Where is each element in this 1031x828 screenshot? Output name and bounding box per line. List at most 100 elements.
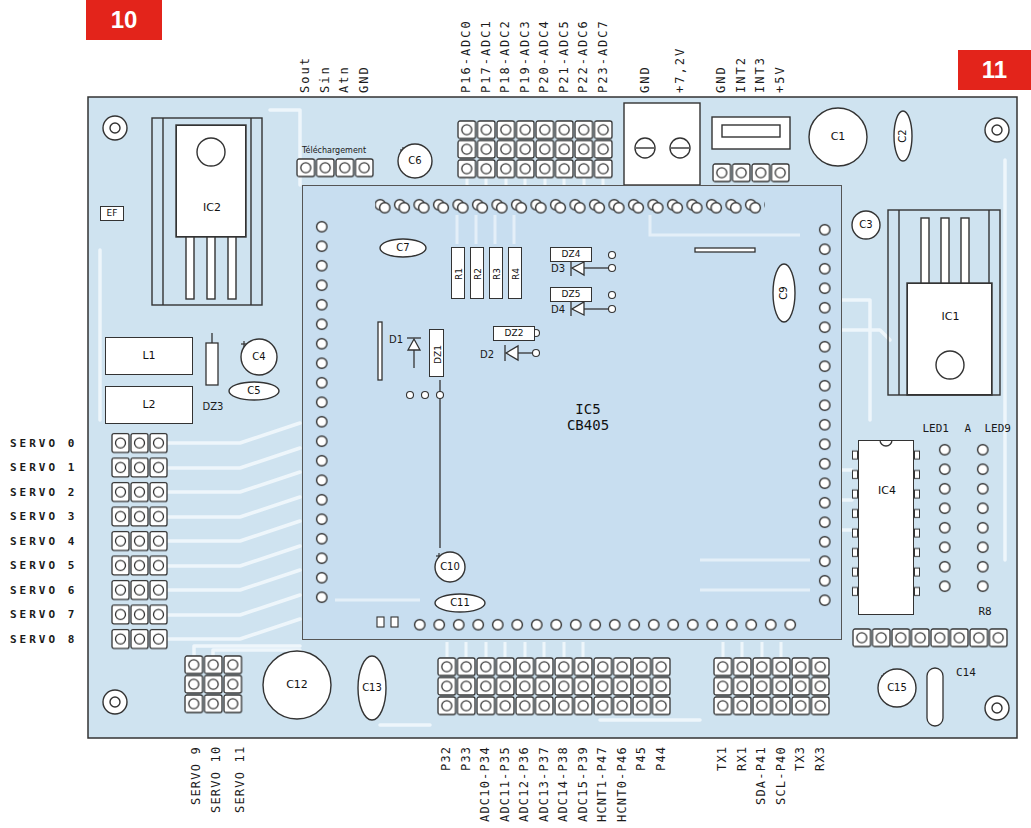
pin-label: SERVO 7 [10,608,77,621]
component-box: IC2 [176,125,246,237]
pin-label: SERVO 5 [10,559,77,572]
pin-label: P16-ADC0 [460,19,473,93]
pin-label: D4 [551,303,565,316]
power-connectors [624,103,790,185]
capacitor-outline [878,669,916,707]
component-box: L1 [105,337,193,375]
pin-label: Atn [338,65,351,93]
component-box: C6 [397,143,433,179]
pin-label: SERVO 8 [10,633,77,646]
component-box: DZ5 [550,287,592,302]
pin-label: +7,2V [674,47,687,93]
pin-label: GND [639,65,652,93]
pin-label: Téléchargement [302,144,366,157]
component-box: C9 [772,263,796,323]
component-box: C15 [877,668,917,708]
component-box: DZ4 [550,247,592,262]
label-holder: C9 [772,263,796,323]
pin-label: D2 [480,348,494,361]
component-box: R2 [470,247,484,299]
pin-label: D3 [551,262,565,275]
component-label: DZ5 [562,289,581,299]
component-label: C13 [362,682,382,694]
component-label: DZ1 [432,345,442,364]
capacitor-outline [809,108,867,166]
pin-label: RX3 [814,746,827,771]
pin-label: ADC11-P35 [499,746,512,822]
pin-label: SERVO 9 [190,746,203,805]
label-holder: C12 [262,650,332,720]
pin-label: ADC14-P38 [557,746,570,822]
label-holder: C15 [877,668,917,708]
component-box: 11 [958,50,1031,90]
pin-label: GND [358,65,371,93]
component-label: C1 [831,131,846,144]
small-parts [206,248,943,726]
capacitor-outline [229,382,279,400]
pin-label: RX1 [736,746,749,771]
polarity-marks [241,120,887,679]
component-label: IC1 [942,311,960,324]
label-holder: DZ4 [551,248,591,261]
pads [377,252,616,628]
pin-label: D1 [389,333,403,346]
label-holder: L1 [106,338,192,374]
pin-label: TX3 [794,746,807,771]
label-holder: C13 [357,655,387,721]
component-box: C4 [240,338,278,376]
component-box: DZ1 [429,329,444,377]
pin-label: R8 [979,605,992,618]
component-label: DZ4 [562,249,581,259]
component-label: R4 [511,268,521,280]
component-label: C2 [897,129,909,142]
pin-label: SERVO 3 [10,510,77,523]
pin-label: HCNT0-P46 [616,746,629,822]
component-box: C3 [851,210,881,240]
pin-label: Sout [299,56,312,93]
component-label: C3 [859,219,872,231]
component-box: 10 [86,0,162,40]
component-box: C11 [434,593,486,613]
regulators [152,118,1000,395]
label-holder: DZ2 [494,327,534,340]
component-label: C7 [396,242,409,254]
label-holder: 11 [958,50,1031,90]
pin-label: ADC12-P36 [518,746,531,822]
component-label: R1 [454,268,464,280]
pin-label: P32 [440,746,453,771]
component-label: 10 [111,6,138,34]
component-label: C4 [252,351,265,363]
capacitor-outline [241,339,277,375]
pin-label: SERVO 10 [210,746,223,813]
component-label: L1 [142,350,155,363]
pin-label: SERVO 0 [10,437,77,450]
label-holder: C11 [434,593,486,613]
ic4-package [852,440,920,615]
component-label: C10 [440,561,460,573]
pin-label: ADC13-P37 [538,746,551,822]
label-holder: C10 [434,551,466,583]
label-holder: C2 [893,110,913,162]
component-box: C7 [379,238,427,258]
pin-label: GND [715,65,728,93]
component-label: C9 [778,286,790,299]
component-label: EF [107,208,118,218]
pcb [88,97,1017,738]
pin-label: P20-ADC4 [538,19,551,93]
pin-headers [111,120,1008,716]
pin-label: SERVO 6 [10,584,77,597]
pin-label: INT3 [754,56,767,93]
pin-label: HCNT1-P47 [596,746,609,822]
component-label: 11 [982,56,1007,84]
pin-label: SERVO 2 [10,486,77,499]
component-box: DZ2 [493,326,535,341]
label-holder: R3 [490,248,504,300]
pin-label: A [965,422,972,435]
pin-label: P18-ADC2 [499,19,512,93]
label-holder: IC2 [177,181,247,236]
capacitor-outline [398,144,432,178]
pin-label: SDA-P41 [755,746,768,805]
component-label: CB405 [567,417,609,433]
label-holder: EF [101,207,123,220]
component-box: R3 [489,247,503,299]
